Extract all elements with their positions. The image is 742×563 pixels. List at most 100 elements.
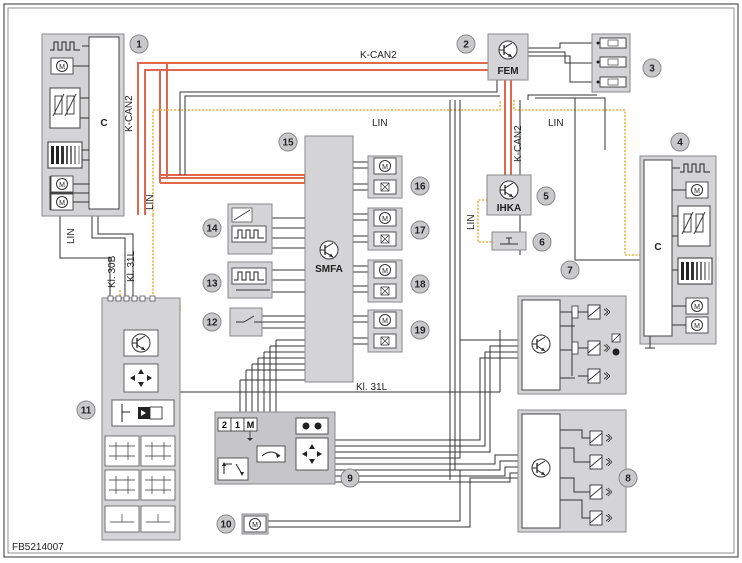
callout-1: 1	[129, 34, 149, 54]
svg-text:13: 13	[206, 279, 218, 290]
callout-2: 2	[456, 34, 476, 54]
lin-label-ihka: LIN	[466, 214, 477, 230]
callout-16: 16	[410, 176, 430, 196]
callout-6: 6	[532, 232, 552, 252]
component-7-mirror-module	[517, 295, 627, 395]
heating-grid-icon	[677, 257, 713, 285]
fuse-icon	[607, 39, 619, 47]
component-3-fuse-box	[591, 33, 631, 93]
kl30b-label: Kl. 30B	[107, 255, 118, 288]
component-17-actuator	[367, 207, 403, 251]
svg-text:16: 16	[414, 182, 426, 193]
svg-text:15: 15	[282, 138, 294, 149]
fold-mirror-icon	[256, 445, 286, 463]
svg-text:11: 11	[81, 406, 92, 417]
callout-11: 11	[76, 400, 96, 420]
pulse-icon	[231, 267, 267, 285]
callout-10: 10	[216, 514, 236, 534]
motor-icon	[50, 175, 74, 193]
hall-sensor-icon	[373, 231, 397, 247]
svg-text:12: 12	[206, 318, 218, 329]
svg-text:8: 8	[625, 474, 631, 485]
component-16-actuator	[367, 155, 403, 199]
svg-text:9: 9	[347, 474, 353, 485]
component-10-motor	[241, 513, 269, 535]
component-12-switch	[229, 307, 263, 337]
motor-icon	[373, 261, 397, 279]
callout-15: 15	[278, 132, 298, 152]
hall-sensor-icon	[373, 283, 397, 299]
svg-text:19: 19	[414, 326, 426, 337]
component-15-smfa: SMFA	[304, 135, 354, 383]
callout-14: 14	[202, 218, 222, 238]
can-bus-label-top: K-CAN2	[360, 50, 397, 61]
motor-icon	[685, 297, 709, 315]
heater-element-icon	[49, 87, 81, 129]
c-label-left: C	[100, 118, 107, 129]
component-9-seat-switch-panel: 2 1 M	[214, 411, 336, 485]
transistor-icon	[531, 334, 551, 354]
arrow-cross-icon	[123, 363, 159, 393]
heater-element-icon	[677, 205, 711, 247]
can-bus-label-right: K-CAN2	[513, 125, 524, 162]
figure-id: FB5214007	[12, 542, 64, 553]
memory-1-label: 1	[235, 420, 240, 430]
smfa-label: SMFA	[315, 264, 343, 275]
component-18-actuator	[367, 259, 403, 303]
callout-4: 4	[670, 132, 690, 152]
connector-pins	[107, 295, 156, 302]
svg-text:5: 5	[543, 192, 549, 203]
callout-18: 18	[410, 274, 430, 294]
svg-text:6: 6	[539, 238, 545, 249]
component-4-door-module-right: C	[639, 155, 717, 349]
pulse-icon	[231, 225, 267, 243]
motor-icon	[373, 209, 397, 227]
callout-8: 8	[618, 468, 638, 488]
svg-text:1: 1	[136, 40, 142, 51]
fuse-icon	[607, 78, 619, 86]
mirror-adjust-icon	[295, 437, 329, 471]
callout-13: 13	[202, 273, 222, 293]
component-8-mirror-module	[517, 409, 627, 533]
callout-12: 12	[202, 312, 222, 332]
lin-bus-label-left: LIN	[145, 194, 156, 210]
ihka-label: IHKA	[497, 203, 521, 214]
motor-icon	[373, 311, 397, 329]
motor-icon	[373, 157, 397, 175]
svg-text:3: 3	[649, 64, 655, 75]
motor-icon	[685, 316, 709, 334]
component-19-actuator	[367, 309, 403, 353]
svg-text:18: 18	[414, 280, 426, 291]
fem-label: FEM	[497, 66, 518, 77]
component-2-fem: FEM	[487, 33, 529, 81]
callout-17: 17	[410, 220, 430, 240]
component-13-hall-sensor	[227, 261, 273, 299]
lin-label-bottom-left: LIN	[66, 228, 77, 244]
pulse-icon	[50, 41, 80, 51]
mirror-select-icon	[295, 417, 329, 435]
fuse-icon	[607, 58, 619, 66]
svg-text:2: 2	[463, 40, 469, 51]
svg-text:17: 17	[414, 226, 426, 237]
callout-7: 7	[560, 260, 580, 280]
lin-bus-label-right: LIN	[548, 118, 564, 129]
svg-text:4: 4	[677, 138, 683, 149]
transistor-icon	[499, 180, 519, 200]
memory-m-label: M	[247, 420, 255, 430]
can-bus-label-left: K-CAN2	[124, 95, 135, 132]
component-1-door-module: C	[41, 33, 125, 217]
component-14-sensor	[227, 203, 273, 255]
transistor-icon	[319, 240, 339, 260]
motor-icon	[243, 515, 267, 533]
component-11-seat-module	[101, 295, 181, 541]
component-6-sensor	[491, 231, 527, 251]
switch-grid	[104, 435, 176, 533]
component-5-ihka: IHKA	[486, 174, 532, 216]
callout-3: 3	[642, 58, 662, 78]
svg-text:10: 10	[220, 520, 232, 531]
heater-symbol-icon	[611, 333, 621, 356]
transistor-icon	[498, 40, 518, 60]
c-label-right: C	[654, 242, 661, 253]
